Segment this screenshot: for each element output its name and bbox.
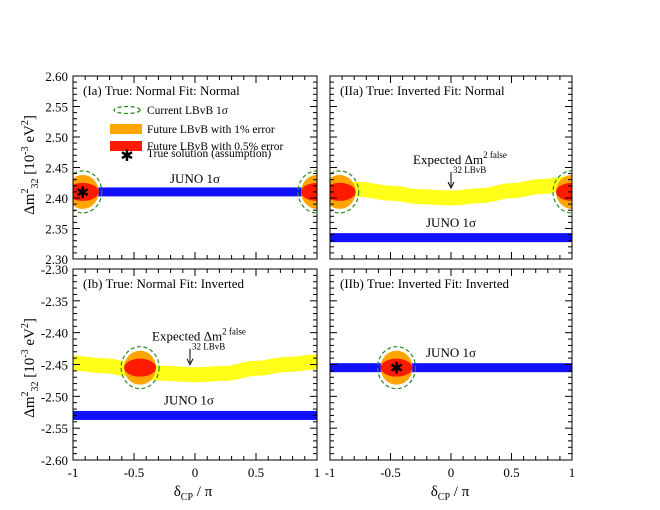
expected-label-sub: 32 LBvB [192, 342, 225, 352]
expected-label-sup: 2 false [483, 150, 507, 160]
x-axis-title-left: δCP / π [174, 484, 213, 503]
y-axis-title-bottom: Δm232 [10-3 eV2] [20, 318, 41, 418]
expected-label-main: Expected Δm [152, 329, 222, 344]
true-solution-star: ✱ [390, 361, 403, 378]
y-tick-label: 2.30 [45, 252, 68, 267]
expected-label: Expected Δm2 false [413, 150, 507, 167]
y-tick-label: 2.45 [45, 161, 68, 176]
y-tick-label: 2.35 [45, 222, 68, 237]
x-tick-label: 0.5 [248, 465, 264, 480]
ellipse-half-percent [301, 182, 317, 201]
juno-label: JUNO 1σ [426, 345, 476, 360]
y-tick-label: -2.40 [41, 326, 68, 341]
ellipse-current-dashed [120, 346, 160, 390]
x-tick-label: -1 [68, 465, 79, 480]
expected-band [73, 354, 317, 383]
ellipse-half-percent [556, 182, 572, 201]
x-tick-label: 0 [192, 465, 199, 480]
legend-label-current: Current LBvB 1σ [147, 105, 229, 117]
ellipse-current-dashed [552, 170, 572, 214]
y-tick-label: 2.50 [45, 130, 68, 145]
x-axis-title-right: δCP / π [431, 484, 470, 503]
panel-plot-area [330, 170, 572, 243]
ellipse-half-percent [124, 358, 157, 377]
y-tick-label: -2.55 [41, 421, 68, 436]
y-tick-label: 2.60 [45, 69, 68, 84]
ellipse-half-percent [380, 358, 413, 377]
true-solution-star: ✱ [76, 185, 89, 202]
y-tick-label: -2.45 [41, 358, 68, 373]
y-tick-label: 2.40 [45, 191, 68, 206]
expected-label: Expected Δm2 false [152, 327, 246, 344]
expected-arrow-head [186, 358, 194, 366]
y-tick-label: -2.30 [41, 262, 68, 277]
ellipse-current-dashed [73, 170, 103, 214]
y-tick-label: -2.35 [41, 294, 68, 309]
legend-label-half-percent: Future LBvB with 0.5% error [147, 141, 284, 153]
panel-title: (IIb) True: Inverted Fit: Inverted [340, 276, 509, 291]
ellipse-current-dashed [376, 346, 417, 390]
juno-band [73, 410, 317, 420]
legend-dashed-swatch [113, 105, 141, 115]
panel-plot-area: ✱ [330, 346, 572, 390]
juno-label: JUNO 1σ [170, 171, 220, 186]
y-axis-title-top: Δm232 [10-3 eV2] [20, 115, 41, 215]
ellipse-half-percent [73, 182, 99, 201]
y-tick-label: -2.50 [41, 389, 68, 404]
panels-layer: ✱ JUNO 1σ (Ia) True: Normal Fit: Normal 2.3… [41, 69, 576, 480]
legend-label-one-percent: Future LBvB with 1% error [147, 124, 275, 136]
panel-title: (Ib) True: Normal Fit: Inverted [83, 276, 245, 291]
juno-label: JUNO 1σ [426, 215, 476, 230]
juno-band [330, 363, 572, 373]
panel-ia: ✱ JUNO 1σ (Ia) True: Normal Fit: Normal 2.3… [45, 69, 318, 267]
legend-label-true-solution: True solution (assumption) [147, 148, 271, 160]
legend-star-symbol: ✱ [120, 148, 133, 165]
expected-band [330, 175, 572, 206]
x-tick-label: -1 [325, 465, 336, 480]
x-tick-label: 0.5 [503, 465, 519, 480]
juno-label: JUNO 1σ [164, 392, 214, 407]
y-tick-label: 2.55 [45, 100, 68, 115]
panel-frame [72, 75, 318, 260]
panel-iib: ✱ JUNO 1σ (IIb) True: Inverted Fit: Invert… [325, 268, 576, 480]
x-tick-label: -0.5 [124, 465, 145, 480]
x-tick-label: 1 [314, 465, 321, 480]
juno-band [73, 187, 317, 197]
expected-arrow-head [447, 181, 455, 190]
juno-band [330, 233, 572, 243]
x-tick-label: 0 [448, 465, 455, 480]
expected-label-sup: 2 false [222, 327, 246, 337]
ellipse-current-dashed [297, 170, 317, 214]
legend: Current LBvB 1σ Future LBvB with 1% erro… [110, 105, 284, 165]
y-tick-label: -2.60 [41, 453, 68, 468]
expected-label-main: Expected Δm [413, 152, 483, 167]
x-tick-label: -0.5 [380, 465, 401, 480]
panel-frame [329, 75, 573, 260]
panel-title: (IIa) True: Inverted Fit: Normal [340, 83, 505, 98]
panel-title: (Ia) True: Normal Fit: Normal [83, 83, 240, 98]
ellipse-half-percent [330, 182, 356, 201]
expected-label-sub: 32 LBvB [453, 165, 486, 175]
legend-orange-swatch [110, 124, 142, 134]
legend-red-swatch [110, 141, 142, 151]
x-tick-label: 1 [569, 465, 576, 480]
ellipse-current-dashed [330, 170, 360, 214]
panel-plot-area [73, 346, 317, 420]
